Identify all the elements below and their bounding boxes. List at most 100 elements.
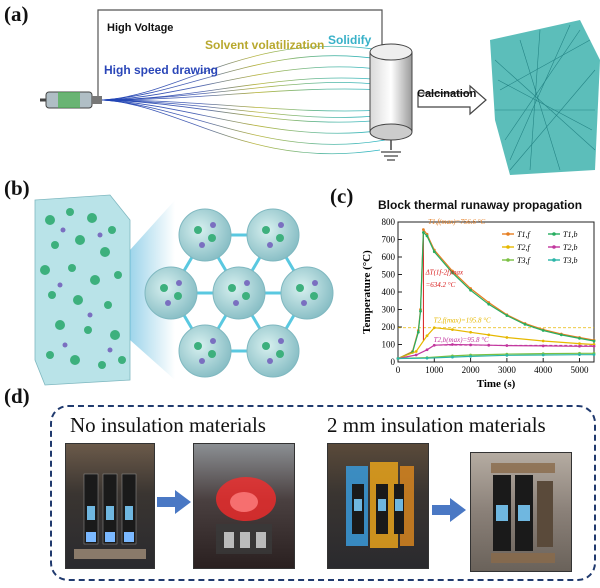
- battery-photo-after-insulation: [470, 452, 572, 572]
- data-point: [541, 353, 545, 357]
- data-point: [425, 234, 429, 238]
- voltage-wire: [97, 9, 383, 100]
- chart-annotation: T1,f(max)=756.6 °C: [428, 218, 485, 226]
- data-point: [432, 343, 436, 347]
- legend-entry: T1,f: [517, 230, 531, 239]
- arrow-right-icon: [157, 490, 191, 514]
- data-point: [541, 344, 545, 348]
- particle-structure-illustration: [34, 194, 334, 386]
- legend-marker: [506, 232, 510, 236]
- y-tick-label: 600: [382, 252, 396, 262]
- arrow-right-icon: [432, 498, 466, 522]
- data-point: [487, 343, 491, 347]
- data-point: [414, 350, 418, 353]
- data-point: [469, 288, 472, 292]
- y-tick-label: 500: [382, 270, 396, 280]
- panel-a-label: (a): [4, 2, 29, 26]
- y-tick-label: 0: [391, 357, 396, 367]
- y-tick-label: 400: [382, 287, 396, 297]
- calcination-arrow-icon: [417, 84, 487, 116]
- battery-photo-after-no-insulation: [193, 443, 295, 569]
- data-point: [541, 329, 545, 332]
- high-voltage-label: High Voltage: [107, 22, 174, 34]
- legend-entry: T3,b: [563, 256, 577, 265]
- data-point: [469, 343, 472, 347]
- data-point: [432, 250, 436, 254]
- data-point: [592, 339, 596, 343]
- insulation-comparison-box: [50, 405, 596, 581]
- x-tick-label: 0: [396, 365, 401, 375]
- data-point: [559, 333, 563, 337]
- x-tick-label: 3000: [498, 365, 517, 375]
- data-point: [523, 322, 527, 326]
- legend-entry: T2,f: [517, 243, 531, 252]
- series-line: [397, 354, 594, 360]
- battery-photo-before-no-insulation: [65, 443, 155, 569]
- x-tick-label: 1000: [425, 365, 444, 375]
- thermal-runaway-chart: 0 100 200 300 400 500 600 700 800 0 1000 2000 3000 40…: [361, 217, 596, 390]
- legend-marker: [506, 258, 510, 262]
- y-tick-label: 800: [382, 217, 396, 227]
- data-point: [414, 353, 418, 357]
- data-point: [469, 330, 472, 334]
- legend-marker: [506, 245, 510, 249]
- legend-marker: [552, 258, 556, 262]
- syringe-icon: [40, 91, 102, 109]
- data-point: [505, 344, 509, 347]
- data-point: [469, 355, 472, 358]
- composite-spheres: [144, 208, 334, 378]
- data-point: [578, 344, 581, 348]
- data-point: [422, 231, 425, 234]
- data-point: [419, 309, 422, 313]
- particle-block: [34, 194, 131, 386]
- y-tick-label: 100: [382, 340, 396, 350]
- series-line: [397, 231, 595, 360]
- data-point: [425, 348, 429, 352]
- data-point: [487, 302, 491, 306]
- y-tick-label: 200: [382, 322, 396, 332]
- panel-c-label: (c): [330, 184, 354, 208]
- calcination-label: Calcination: [417, 88, 477, 100]
- data-point: [505, 336, 509, 339]
- chart-annotation: =634.2 °C: [426, 281, 456, 289]
- data-point: [432, 326, 436, 330]
- data-point: [541, 339, 545, 343]
- fiber-bundle: [101, 45, 386, 155]
- battery-photo-before-insulation: [327, 443, 429, 569]
- y-tick-label: 300: [382, 305, 396, 315]
- legend-entry: T1,b: [563, 230, 577, 239]
- data-point: [451, 343, 454, 346]
- collector-cylinder: [369, 43, 413, 161]
- x-tick-label: 5000: [570, 365, 589, 375]
- x-axis-label: Time (s): [477, 378, 516, 390]
- insulation-title: 2 mm insulation materials: [327, 413, 546, 437]
- series-line: [397, 352, 594, 360]
- solidify-label: Solidify: [328, 33, 372, 47]
- data-point: [416, 330, 420, 334]
- legend-marker: [552, 245, 556, 249]
- data-point: [578, 336, 581, 340]
- data-point: [422, 228, 425, 231]
- x-tick-label: 4000: [534, 365, 553, 375]
- data-point: [425, 334, 429, 338]
- y-tick-label: 700: [382, 235, 396, 245]
- data-point: [451, 328, 454, 332]
- legend-entry: T2,b: [563, 243, 577, 252]
- y-axis-label: Temperature (°C): [361, 250, 373, 334]
- data-point: [505, 353, 509, 357]
- data-point: [451, 355, 454, 359]
- x-tick-label: 2000: [462, 365, 481, 375]
- data-point: [505, 314, 509, 318]
- fiber-mat-illustration: [490, 20, 600, 175]
- data-point: [578, 353, 581, 357]
- data-point: [425, 356, 429, 360]
- electrospinning-illustration: [40, 9, 600, 175]
- panel-d-label: (d): [4, 384, 30, 408]
- data-point: [451, 271, 454, 275]
- solvent-volatilization-label: Solvent volatilization: [205, 38, 325, 52]
- data-point: [592, 353, 596, 357]
- chart-annotation: T2,f(max)=195.8 °C: [434, 317, 491, 325]
- data-point: [396, 357, 400, 360]
- data-point: [592, 344, 596, 348]
- legend-entry: T3,f: [517, 256, 531, 265]
